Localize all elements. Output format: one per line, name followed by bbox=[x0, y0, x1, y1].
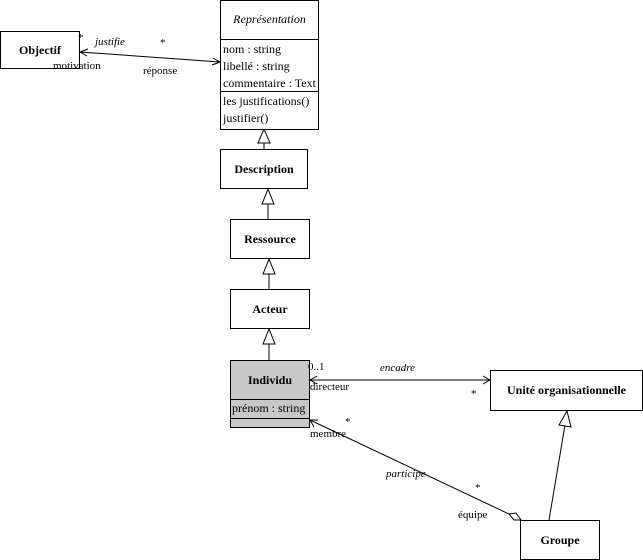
generalization-triangle-ressource bbox=[262, 257, 276, 275]
participe-association-line bbox=[309, 419, 510, 515]
justifie-multiplicity-representation: * bbox=[160, 37, 166, 49]
class-representation-name: Représentation bbox=[233, 12, 306, 26]
encadre-multiplicity-unite: * bbox=[471, 388, 477, 400]
class-individu-attributes: prénom : string bbox=[231, 399, 309, 418]
attribute-commentaire: commentaire : Text bbox=[223, 76, 316, 90]
participe-aggregation-diamond bbox=[508, 512, 522, 521]
class-groupe-name: Groupe bbox=[540, 532, 580, 547]
class-individu[interactable]: Individu prénom : string bbox=[230, 360, 310, 428]
class-unite-name: Unité organisationnelle bbox=[507, 383, 626, 397]
class-acteur[interactable]: Acteur bbox=[230, 289, 310, 329]
generalization-triangle-acteur bbox=[262, 327, 276, 345]
operation-les-justifications: les justifications() bbox=[223, 94, 310, 108]
justifie-association-line bbox=[79, 51, 221, 63]
class-objectif-name: Objectif bbox=[19, 42, 61, 57]
generalization-triangle-unite bbox=[558, 409, 572, 428]
class-description[interactable]: Description bbox=[220, 149, 308, 189]
class-representation[interactable]: Représentation nom : string libellé : st… bbox=[220, 0, 319, 130]
operation-justifier: justifier() bbox=[223, 111, 269, 125]
participe-arrowhead-individu bbox=[309, 419, 318, 428]
class-acteur-name: Acteur bbox=[252, 301, 288, 316]
class-ressource[interactable]: Ressource bbox=[230, 219, 310, 259]
participe-association-name: participe bbox=[386, 468, 426, 480]
attribute-libelle: libellé : string bbox=[223, 59, 290, 73]
justifie-arrowhead bbox=[78, 48, 89, 57]
class-ressource-name: Ressource bbox=[244, 231, 296, 246]
justifie-association-name: justifie bbox=[95, 36, 125, 48]
encadre-arrowhead-individu bbox=[308, 375, 318, 385]
justifie-role-reponse: réponse bbox=[143, 65, 178, 77]
attribute-prenom: prénom : string bbox=[232, 401, 306, 415]
participe-multiplicity-individu: * bbox=[345, 416, 351, 428]
participe-multiplicity-groupe: * bbox=[475, 482, 481, 494]
participe-role-membre: membre bbox=[310, 428, 347, 440]
class-representation-attributes: nom : string libellé : string commentair… bbox=[221, 39, 318, 91]
attribute-nom: nom : string bbox=[223, 42, 282, 56]
class-description-name: Description bbox=[234, 161, 294, 176]
class-individu-operations bbox=[231, 418, 309, 419]
generalization-line-groupe bbox=[548, 424, 566, 521]
class-representation-operations: les justifications() justifier() bbox=[221, 91, 318, 127]
justifie-multiplicity-objectif: * bbox=[78, 32, 84, 44]
class-objectif[interactable]: Objectif bbox=[0, 31, 80, 69]
encadre-multiplicity-individu: 0..1 bbox=[308, 361, 325, 373]
generalization-triangle-representation bbox=[257, 127, 271, 144]
encadre-role-directeur: directeur bbox=[310, 381, 350, 393]
class-individu-name: Individu bbox=[247, 372, 293, 387]
justifie-role-motivation: motivation bbox=[53, 60, 101, 72]
generalization-triangle-description bbox=[261, 187, 275, 205]
class-groupe[interactable]: Groupe bbox=[520, 520, 600, 560]
participe-role-equipe: équipe bbox=[458, 509, 488, 521]
encadre-association-name: encadre bbox=[380, 362, 416, 374]
class-unite-organisationnelle[interactable]: Unité organisationnelle bbox=[490, 370, 643, 411]
